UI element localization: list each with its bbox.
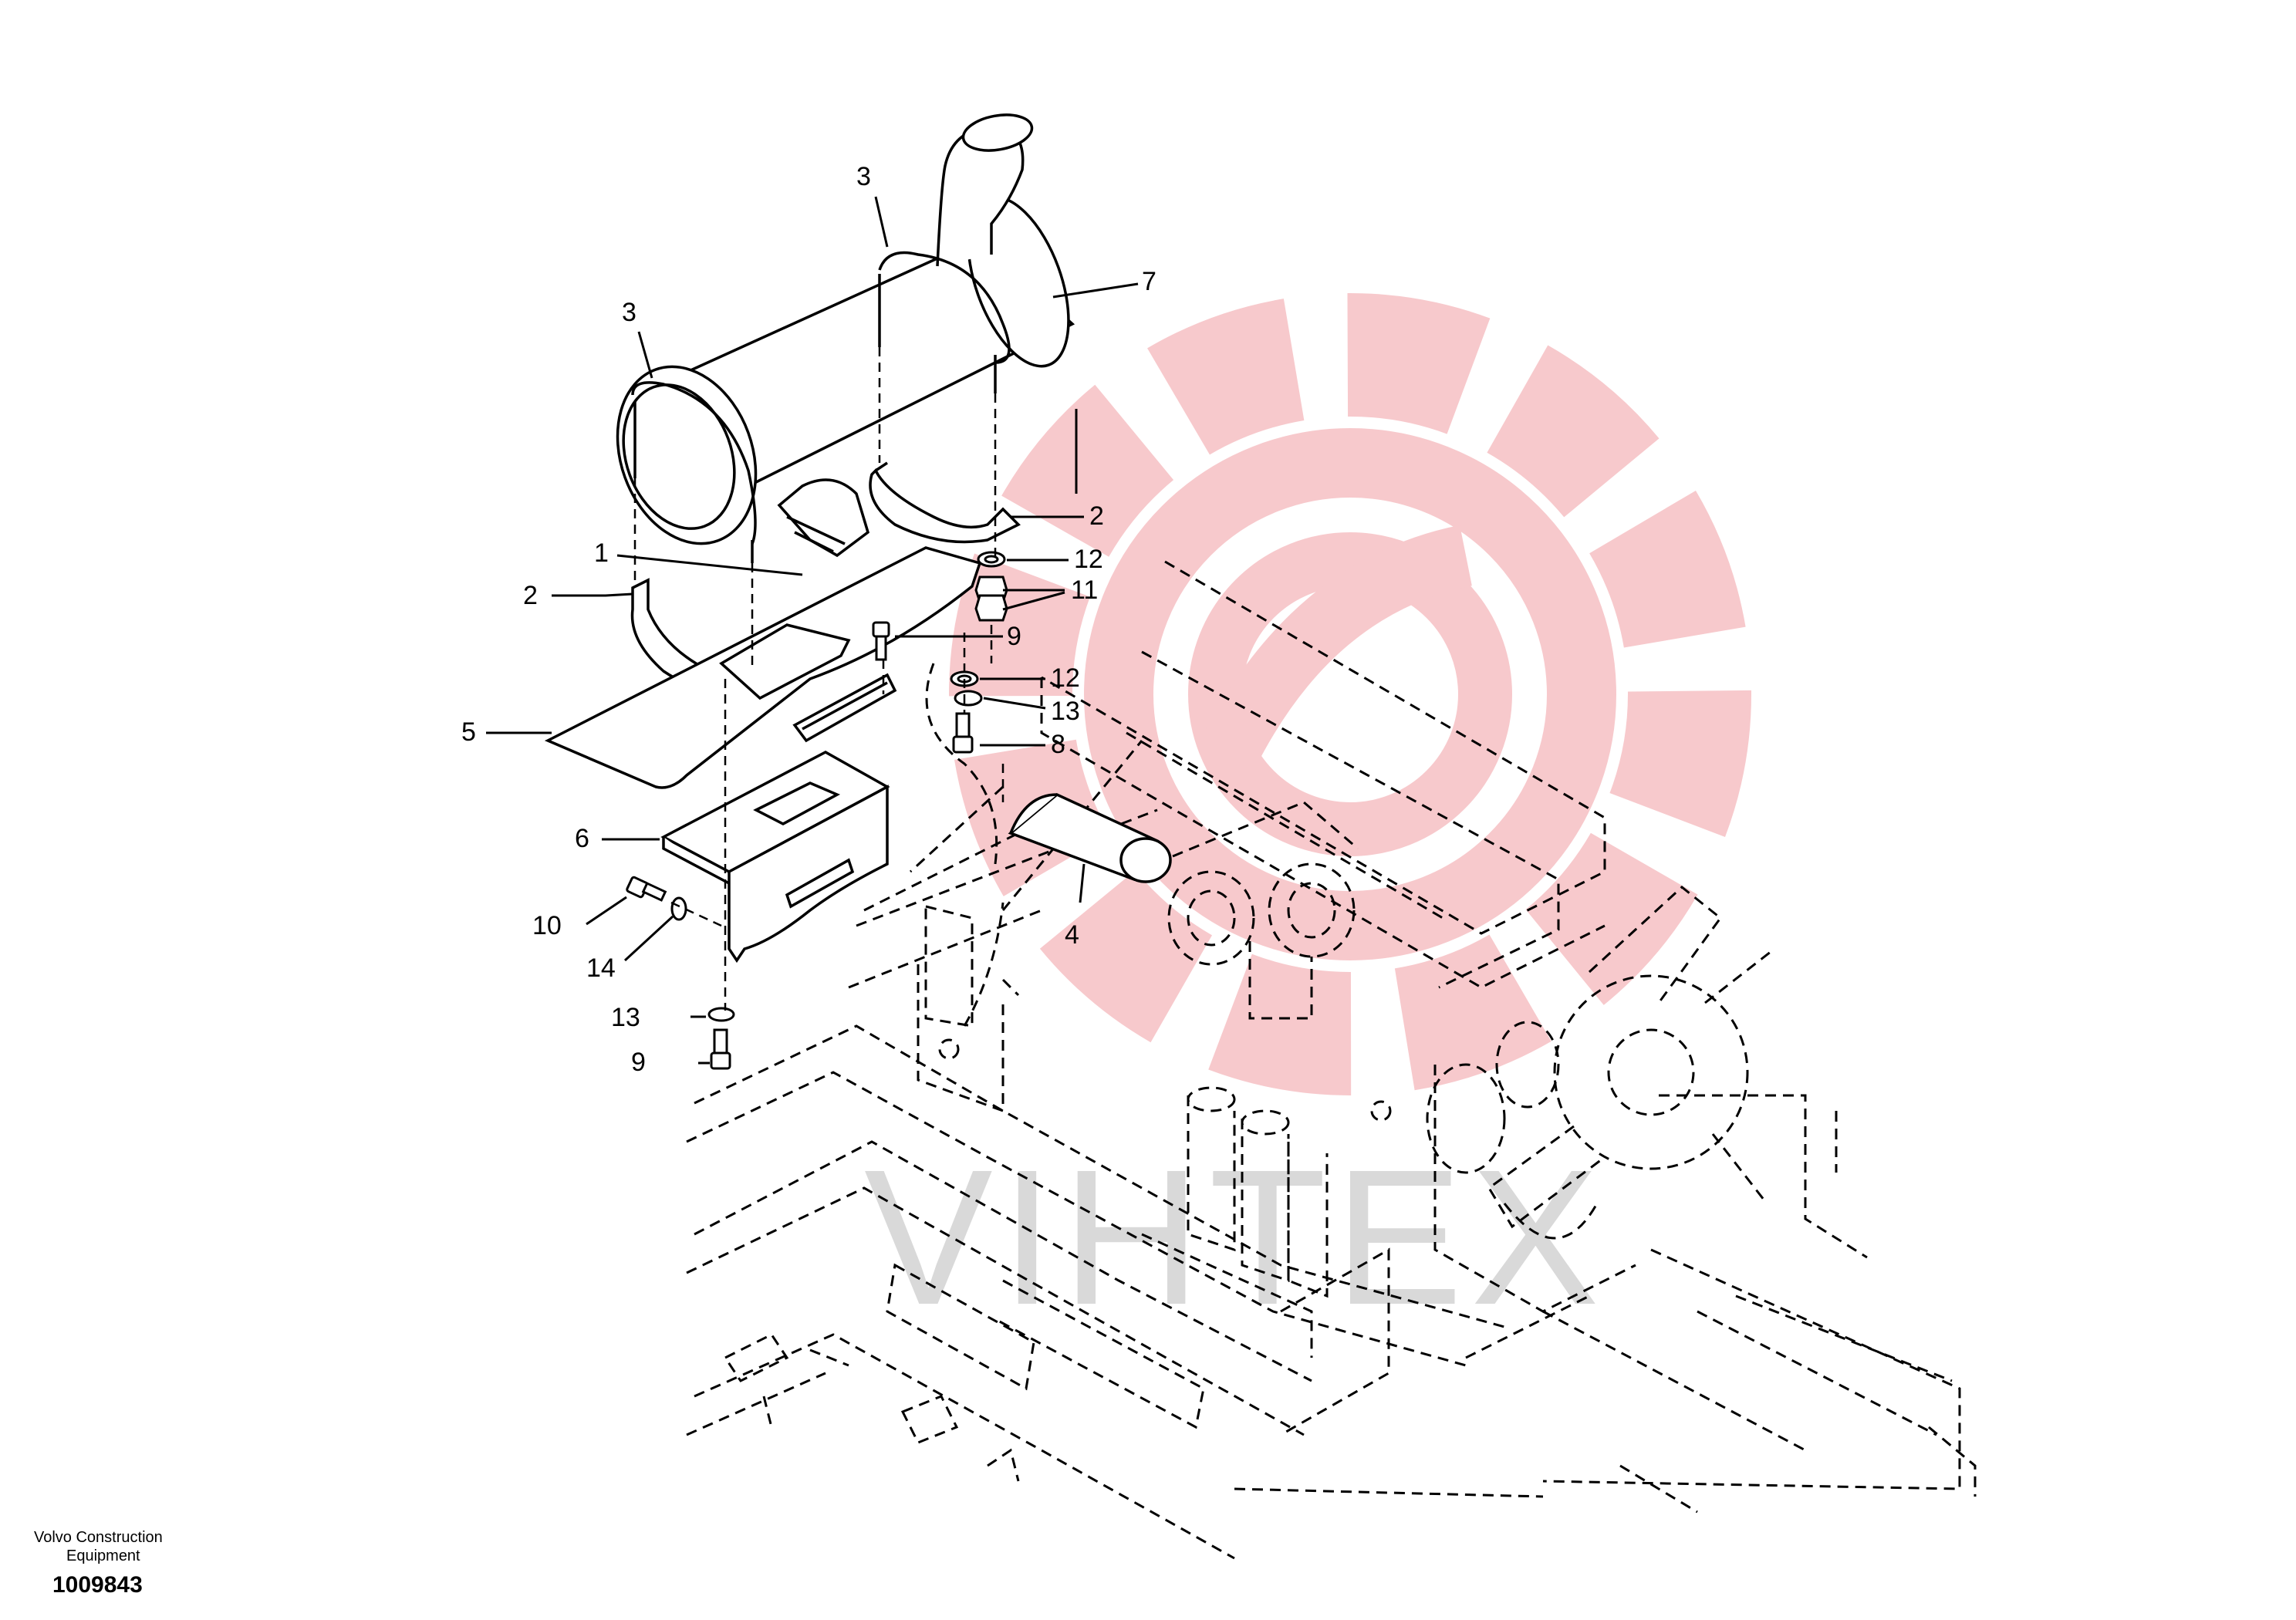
callout-6: 6 bbox=[575, 824, 589, 853]
callout-14: 14 bbox=[586, 953, 616, 983]
callout-8: 8 bbox=[1051, 730, 1065, 759]
callout-1: 1 bbox=[594, 538, 609, 568]
part-number: 1009843 bbox=[52, 1572, 143, 1598]
leader-lines bbox=[486, 196, 1139, 1065]
callout-3-left: 3 bbox=[622, 298, 636, 327]
callout-13-bottom: 13 bbox=[611, 1003, 640, 1032]
callout-7: 7 bbox=[1142, 267, 1156, 296]
company-name-line2: Equipment bbox=[66, 1547, 140, 1564]
callout-9-top: 9 bbox=[1007, 622, 1021, 651]
callout-12-lower: 12 bbox=[1051, 663, 1080, 693]
muffler bbox=[616, 113, 1075, 558]
callout-9-bottom: 9 bbox=[631, 1048, 646, 1077]
fasteners bbox=[626, 551, 1008, 1070]
callout-5: 5 bbox=[461, 717, 476, 747]
exhaust-pipe bbox=[1008, 792, 1172, 883]
callout-11: 11 bbox=[1071, 575, 1099, 605]
callout-10: 10 bbox=[532, 911, 562, 940]
callout-13-upper: 13 bbox=[1051, 697, 1080, 726]
callout-4: 4 bbox=[1065, 920, 1079, 950]
company-name-line1: Volvo Construction bbox=[34, 1529, 163, 1546]
assembly-axis-lines bbox=[633, 347, 1004, 1011]
machine-frame-dashed bbox=[686, 560, 1977, 1560]
callout-12-top: 12 bbox=[1074, 545, 1103, 574]
muffler-band bbox=[631, 251, 1011, 563]
callout-3-top: 3 bbox=[856, 162, 871, 191]
callout-2-left: 2 bbox=[523, 581, 538, 610]
support-bracket bbox=[660, 751, 890, 964]
watermark-gear-logo bbox=[949, 293, 1751, 1095]
callout-2-right: 2 bbox=[1089, 501, 1104, 531]
mounting-plate bbox=[544, 546, 982, 789]
